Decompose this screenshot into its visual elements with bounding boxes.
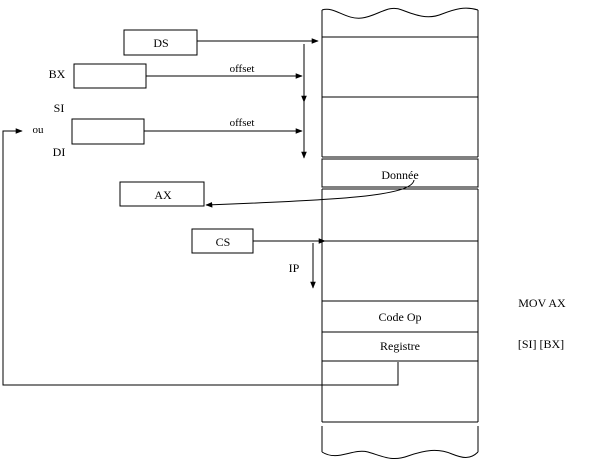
- offset-label-si: offset: [230, 117, 255, 129]
- memory-top-torn-edge: [321, 7, 479, 19]
- si-di-register-box: [71, 118, 145, 145]
- offset-label-bx: offset: [230, 63, 255, 75]
- si-label: SI: [54, 101, 65, 115]
- ax-register-box: [119, 181, 205, 207]
- registre-feedback-arrow: [2, 128, 399, 386]
- cs-register-box: [191, 228, 254, 254]
- ds-register-box: [123, 29, 198, 56]
- di-label: DI: [53, 145, 66, 159]
- cs-label: CS: [216, 235, 231, 249]
- instruction-line-2: [SI] [BX]: [518, 337, 564, 351]
- bx-label: BX: [49, 67, 66, 81]
- registre-label: Registre: [380, 339, 420, 353]
- memory-column: [321, 7, 479, 459]
- instruction-line-1: MOV AX: [518, 296, 566, 310]
- code-op-label: Code Op: [379, 310, 422, 324]
- ax-label: AX: [154, 188, 172, 202]
- ip-label: IP: [289, 261, 300, 275]
- memory-cell-donnee: [321, 158, 479, 188]
- donnee-to-ax-arrow: [205, 179, 415, 208]
- ou-label: ou: [33, 124, 45, 136]
- memory-bottom-torn-edge: [321, 449, 479, 459]
- ds-label: DS: [153, 36, 168, 50]
- bx-register-box: [73, 63, 147, 89]
- donnee-label: Donnée: [381, 168, 418, 182]
